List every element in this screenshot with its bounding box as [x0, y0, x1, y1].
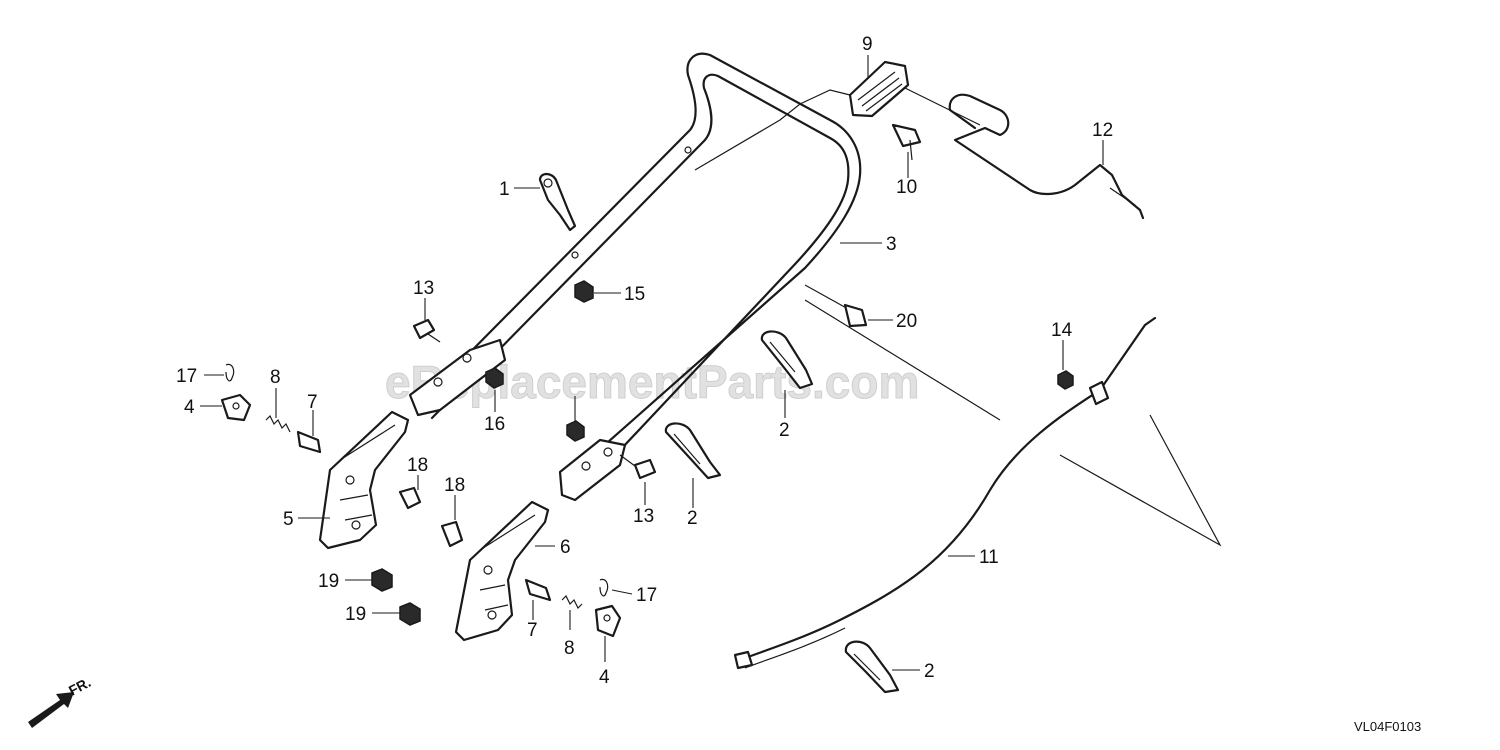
assembly-line-top [694, 89, 851, 171]
knob-4-right[interactable] [594, 604, 622, 638]
callout-3: 3 [886, 234, 897, 255]
nut-15-lower[interactable] [566, 420, 585, 442]
nut-19-lower[interactable] [399, 602, 421, 626]
front-direction-arrow: FR. [28, 674, 93, 728]
callout-17-left: 17 [176, 366, 197, 387]
callout-14: 14 [1051, 320, 1073, 341]
callout-10: 10 [896, 177, 917, 198]
callout-19-lower: 19 [345, 604, 366, 625]
callout-11: 11 [979, 547, 999, 568]
bolt-18-lower[interactable] [440, 520, 464, 548]
pin-7-right[interactable] [524, 578, 552, 602]
callout-8-right: 8 [564, 638, 575, 659]
callout-20: 20 [896, 311, 917, 332]
callout-18-lower: 18 [444, 475, 465, 496]
cable-guide-lower[interactable] [844, 640, 900, 694]
cable-guide-upper[interactable] [760, 330, 814, 390]
handle-upper[interactable] [408, 52, 862, 502]
control-cable[interactable] [733, 316, 1157, 670]
callout-8-left: 8 [270, 367, 281, 388]
knob-4-left[interactable] [220, 393, 252, 422]
callout-2-upper: 2 [779, 420, 790, 441]
assembly-line-lever [904, 87, 981, 126]
callout-6: 6 [560, 537, 571, 558]
callout-4-right: 4 [599, 667, 610, 688]
callout-labels: 1 2 2 2 3 4 4 5 6 7 7 8 8 9 10 11 12 13 … [176, 34, 1113, 688]
bracket-right[interactable] [454, 500, 550, 642]
callout-13-lower: 13 [633, 506, 654, 527]
screw-10[interactable] [891, 123, 922, 161]
pin-17-right[interactable] [599, 578, 609, 597]
callout-9: 9 [862, 34, 873, 55]
callout-15: 15 [624, 284, 645, 305]
spring-8-left[interactable] [265, 414, 291, 433]
bolt-13-lower[interactable] [619, 454, 657, 480]
control-lever[interactable] [948, 93, 1145, 220]
bracket-left[interactable] [318, 410, 410, 550]
callout-4-left: 4 [184, 397, 195, 418]
callout-7-left: 7 [307, 392, 318, 413]
callout-16: 16 [484, 414, 505, 435]
leader-lines [200, 55, 1104, 671]
callout-17-right: 17 [636, 585, 657, 606]
callout-2-middle: 2 [687, 508, 698, 529]
diagram-code: VL04F0103 [1354, 719, 1421, 734]
assembly-line-cable [804, 299, 1222, 547]
callout-12: 12 [1092, 120, 1113, 141]
callout-13-upper: 13 [413, 278, 434, 299]
bolt-20[interactable] [804, 284, 868, 328]
bolt-13-upper[interactable] [412, 318, 441, 343]
callout-1: 1 [499, 179, 510, 200]
pin-17-left[interactable] [225, 363, 235, 382]
nut-16[interactable] [485, 367, 504, 389]
spring-8-right[interactable] [561, 594, 583, 610]
nut-19-upper[interactable] [371, 568, 393, 592]
callout-19-upper: 19 [318, 571, 339, 592]
callout-7-right: 7 [527, 620, 538, 641]
callout-18-upper: 18 [407, 455, 428, 476]
cable-clip-1[interactable] [538, 172, 577, 232]
nut-14[interactable] [1057, 370, 1074, 390]
bolt-18-upper[interactable] [398, 486, 422, 510]
callout-5: 5 [283, 509, 294, 530]
callout-2-lower: 2 [924, 661, 935, 682]
cable-guide-middle[interactable] [664, 422, 722, 480]
nut-15[interactable] [574, 280, 594, 303]
lever-clip[interactable] [848, 60, 910, 118]
pin-7-left[interactable] [296, 430, 322, 454]
